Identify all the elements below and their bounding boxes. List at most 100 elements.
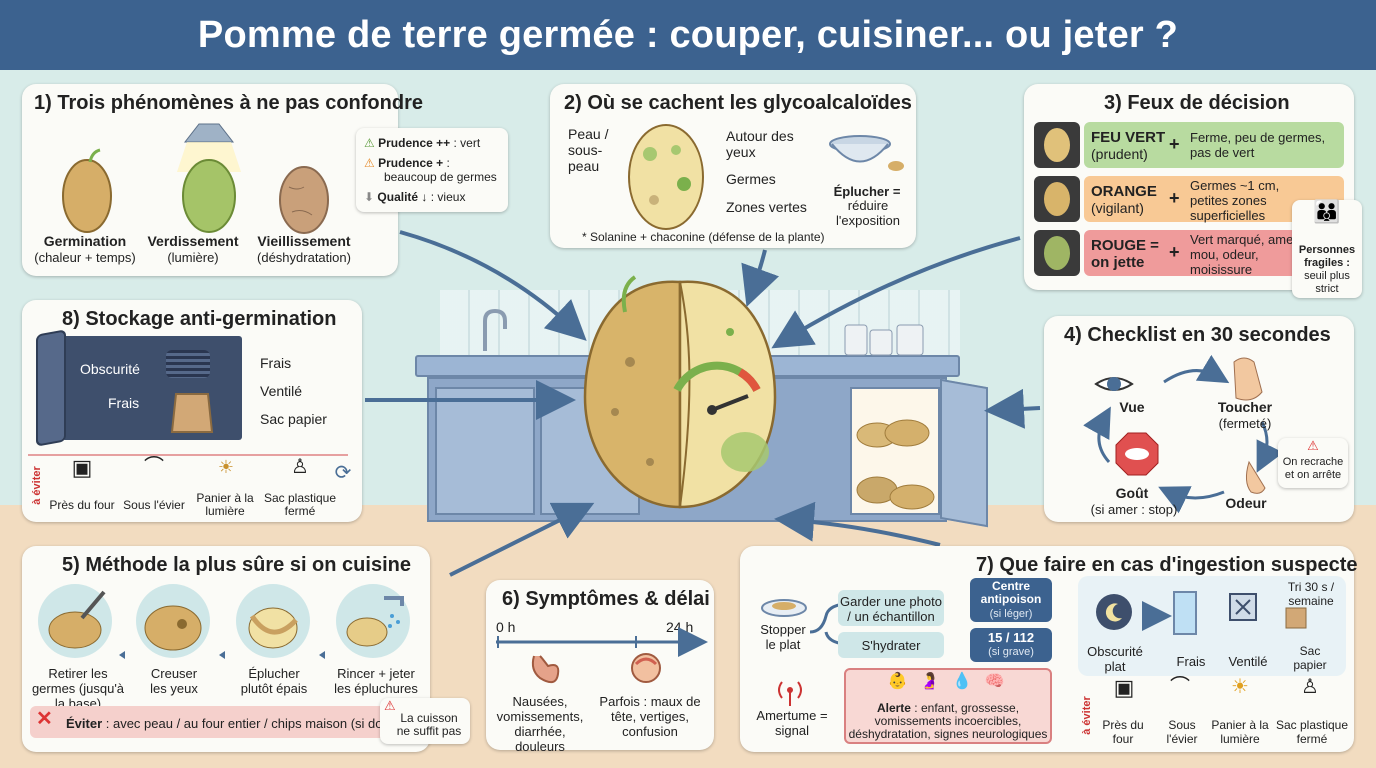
plate-icon — [761, 599, 807, 617]
jar-icon — [869, 329, 893, 356]
jar-icon — [844, 324, 868, 356]
utensil-pot-icon — [896, 324, 924, 356]
warning-red-icon: ⚠ — [1307, 438, 1319, 453]
spit-warning-card: ⚠ On recrache et on arrête — [1278, 438, 1348, 488]
step-label: Goût — [1115, 485, 1149, 501]
page-title: Pomme de terre germée : couper, cuisiner… — [197, 13, 1179, 56]
avoid-item: Sous l'évier — [123, 498, 185, 512]
panel-title: 8) Stockage anti-germination — [62, 308, 337, 330]
divider — [28, 454, 348, 456]
stored-potato — [889, 484, 935, 510]
red-potato-thumb — [1034, 230, 1080, 276]
warning-orange-icon: ⚠ — [364, 156, 375, 170]
warning-red-icon: ⚠ — [384, 698, 396, 713]
emergency-title: 15 / 112 — [987, 630, 1035, 645]
sink-icon: ⌒ — [1170, 676, 1190, 698]
phenomenon-label: Verdissement — [147, 233, 239, 249]
sac-label: Sac papier — [1293, 644, 1327, 672]
timeline-axis — [496, 627, 708, 657]
stop-label: Stopper le plat — [760, 622, 806, 652]
decision-sub: on jette — [1091, 254, 1145, 271]
green-potato-icon — [182, 159, 236, 233]
oven-icon: ▣ — [71, 455, 93, 480]
hand-icon — [1233, 357, 1263, 401]
avoid-item: Sac plastique fermé — [1275, 718, 1349, 746]
footnote: * Solanine + chaconine (défense de la pl… — [582, 230, 825, 244]
potato-cross-section — [628, 124, 704, 230]
step-label: Odeur — [1225, 495, 1267, 511]
hydrate-box — [838, 632, 944, 658]
sample-box — [838, 590, 944, 626]
step-sub: (si amer : stop) — [1090, 502, 1178, 517]
avoid-item: Près du four — [1102, 718, 1144, 746]
phenomenon-sub: (chaleur + temps) — [34, 250, 136, 265]
cross-icon: ✕ — [36, 708, 53, 730]
panel-title: 1) Trois phénomènes à ne pas confondre — [34, 92, 423, 114]
green-potato-thumb — [1034, 122, 1080, 168]
storage-item: Ventilé — [1228, 654, 1268, 669]
thermometer-icon — [1173, 591, 1197, 635]
down-arrow-icon: ⬇ — [364, 190, 375, 204]
spit-warning: On recrache et on arrête — [1282, 456, 1344, 481]
phenomenon-sub: (lumière) — [167, 250, 219, 265]
phenomenon-sub: (déshydratation) — [257, 250, 351, 265]
panel-ingestion: 7) Que faire en cas d'ingestion suspecte… — [740, 546, 1358, 752]
signal-icon — [778, 681, 802, 706]
decision-title: ROUGE = — [1091, 237, 1159, 254]
avoid-item: Panier à la lumière — [1211, 718, 1269, 746]
avoid-tag: à éviter — [30, 466, 43, 505]
nose-icon — [1245, 460, 1266, 494]
sprout-icon — [621, 275, 637, 313]
symptom-late: Parfois : maux de tête, vertiges, confus… — [599, 694, 701, 739]
symptom-early: Nausées, vomissements, diarrhée, douleur… — [496, 694, 584, 754]
stomach-icon — [531, 655, 560, 684]
method-step: Éplucher plutôt épais — [240, 666, 308, 696]
panel-title: 4) Checklist en 30 secondes — [1064, 324, 1331, 346]
tri-label: Tri 30 s / semaine — [1287, 580, 1335, 608]
peel-label: Éplucher = — [833, 184, 901, 199]
warning-green-icon: ⚠ — [364, 136, 375, 150]
storage-label: Ventilé — [260, 383, 303, 399]
sample-text: Garder une photo / un échantillon — [840, 594, 942, 624]
avoid-item: Panier à la lumière — [196, 491, 254, 518]
skin-label: Peau / sous-peau — [568, 126, 609, 174]
storage-label: Sac papier — [260, 411, 327, 427]
legend-item: ⬇ Qualité ↓ : vieux — [364, 190, 466, 204]
location-label: Germes — [726, 171, 776, 187]
avoid-item: Sous l'évier — [1166, 718, 1198, 746]
green-band — [1084, 122, 1344, 168]
panel-glycoalkaloids: 2) Où se cachent les glycoalcaloïdes Pea… — [550, 84, 916, 248]
step-sub: (fermeté) — [1218, 416, 1272, 431]
storage-item: Frais — [1176, 654, 1206, 669]
cooking-note: La cuisson ne suffit pas — [396, 711, 462, 738]
emergency-sub: (si grave) — [988, 646, 1034, 658]
phenomena-illustrations — [62, 123, 241, 233]
alert-text: Alerte : enfant, grossesse, vomissements… — [848, 701, 1048, 741]
avoid-item: Sac plastique fermé — [263, 491, 337, 518]
method-illustrations — [48, 590, 404, 659]
method-step: Rincer + jeter les épluchures — [334, 666, 418, 696]
fragile-text: seuil plus strict — [1304, 270, 1350, 295]
panel-title: 6) Symptômes & délai — [502, 588, 710, 610]
bitterness-label: Amertume = signal — [756, 708, 828, 738]
decision-sub: (vigilant) — [1091, 200, 1144, 216]
storage-item: Obscurité plat — [1087, 644, 1143, 674]
timeline-end: 24 h — [666, 619, 694, 635]
moon-icon — [1096, 594, 1132, 630]
phenomenon-label: Vieillissement — [257, 233, 351, 249]
decision-sub: (prudent) — [1091, 146, 1148, 162]
location-label: Zones vertes — [726, 199, 807, 215]
step-label: Toucher — [1217, 399, 1273, 415]
fragile-label: Personnes fragiles : — [1298, 244, 1356, 269]
cupboard-vent-icon — [166, 350, 210, 378]
legend-item-cont: beaucoup de germes — [384, 170, 497, 184]
legend-card: ⚠ Prudence ++ : vert ⚠ Prudence + : beau… — [356, 128, 508, 212]
storage-inset-icons — [1096, 591, 1307, 635]
hydrate-text: S'hydrater — [861, 638, 921, 653]
decision-title: FEU VERT — [1091, 129, 1166, 146]
sprouted-potato-icon — [62, 159, 112, 233]
storage-label: Frais — [260, 355, 292, 371]
emergency-box — [970, 628, 1052, 662]
recycle-icon: ⟳ — [334, 462, 352, 484]
method-step: Creuser les yeux — [150, 666, 198, 696]
